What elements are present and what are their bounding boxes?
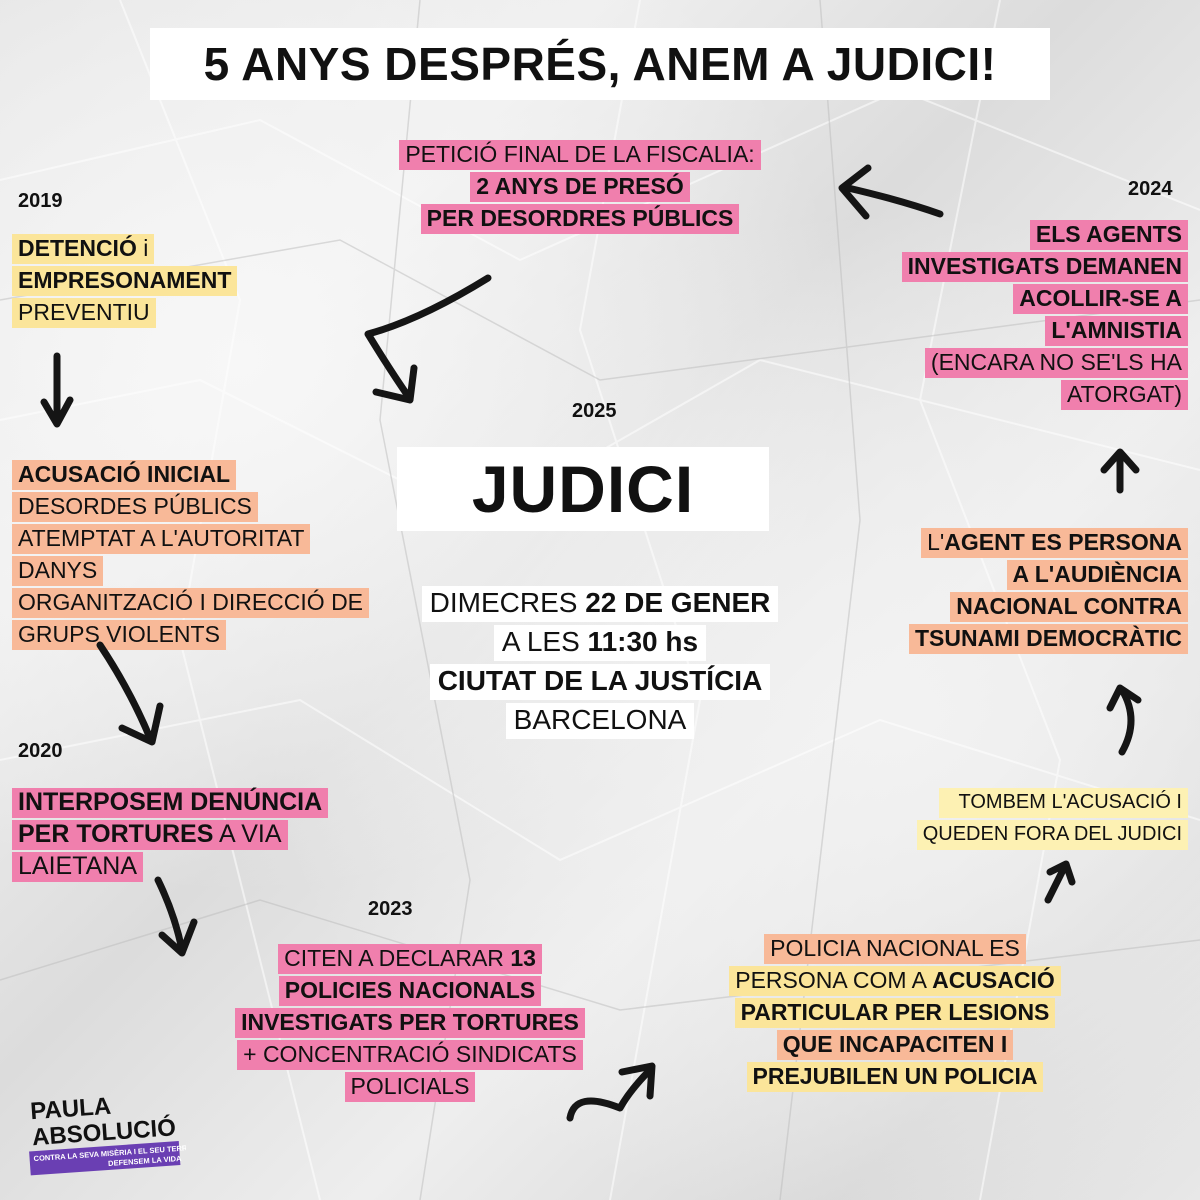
policia-line-4: QUE INCAPACITEN I [776, 1030, 1014, 1060]
agents-line-5: (ENCARA NO SE'LS HA [924, 348, 1188, 378]
detencio-line-1: DETENCIÓ i [12, 234, 155, 264]
year-2023: 2023 [368, 898, 413, 920]
citen-block: CITEN A DECLARAR 13 POLICIES NACIONALS I… [200, 944, 620, 1104]
trial-time: A LES 11:30 hs [493, 625, 707, 661]
tombem-line-1: TOMBEM L'ACUSACIÓ I [938, 788, 1188, 818]
agents-line-4: L'AMNISTIA [1045, 316, 1188, 346]
trial-city: BARCELONA [505, 703, 695, 739]
acusacio-item: GRUPS VIOLENTS [12, 620, 226, 650]
policia-line-3: PARTICULAR PER LESIONS [734, 998, 1056, 1028]
citen-line-2: POLICIES NACIONALS [278, 976, 542, 1006]
year-2024: 2024 [1128, 178, 1173, 200]
agents-line-2: INVESTIGATS DEMANEN [901, 252, 1188, 282]
trial-date: DIMECRES 22 DE GENER [421, 586, 779, 622]
arrow-down-icon [40, 352, 74, 428]
year-2019: 2019 [18, 190, 63, 212]
tombem-line-2: QUEDEN FORA DEL JUDICI [916, 820, 1188, 850]
agents-line-3: ACOLLIR-SE A [1013, 284, 1188, 314]
agent-line-2: A L'AUDIÈNCIA [1006, 560, 1188, 590]
policia-block: POLICIA NACIONAL ES PERSONA COM A ACUSAC… [680, 934, 1110, 1094]
acusacio-block: ACUSACIÓ INICIAL DESORDES PÚBLICS ATEMPT… [12, 460, 370, 652]
agents-line-1: ELS AGENTS [1029, 220, 1188, 250]
arrow-curved-up-right-icon [566, 1062, 656, 1122]
peticio-block: PETICIÓ FINAL DE LA FISCALIA: 2 ANYS DE … [340, 140, 820, 236]
svg-text:PAULA: PAULA [29, 1093, 112, 1126]
trial-venue: CIUTAT DE LA JUSTÍCIA [429, 664, 771, 700]
agent-line-1: L'AGENT ES PERSONA [921, 528, 1188, 558]
agents-line-6: ATORGAT) [1061, 380, 1188, 410]
detencio-line-3: PREVENTIU [12, 298, 156, 328]
denuncia-block: INTERPOSEM DENÚNCIA PER TORTURES A VIA L… [12, 788, 329, 884]
peticio-line-2: 2 ANYS DE PRESÓ [470, 172, 690, 202]
peticio-line-1: PETICIÓ FINAL DE LA FISCALIA: [399, 140, 761, 170]
arrow-up-icon [1044, 860, 1076, 904]
trial-info-block: DIMECRES 22 DE GENER A LES 11:30 hs CIUT… [330, 586, 870, 742]
denuncia-line-3: LAIETANA [12, 852, 144, 882]
arrow-down-curve-icon [364, 274, 492, 404]
arrow-curved-down-icon [154, 876, 198, 957]
page-title: 5 ANYS DESPRÉS, ANEM A JUDICI! [150, 28, 1050, 100]
agent-line-4: TSUNAMI DEMOCRÀTIC [908, 624, 1188, 654]
denuncia-line-1: INTERPOSEM DENÚNCIA [12, 788, 329, 818]
citen-line-3: INVESTIGATS PER TORTURES [235, 1008, 585, 1038]
acusacio-item: DESORDES PÚBLICS [12, 492, 258, 522]
tombem-block: TOMBEM L'ACUSACIÓ I QUEDEN FORA DEL JUDI… [916, 788, 1188, 852]
policia-line-1: POLICIA NACIONAL ES [764, 934, 1026, 964]
detencio-line-2: EMPRESONAMENT [12, 266, 238, 296]
agent-line-3: NACIONAL CONTRA [950, 592, 1188, 622]
policia-line-2: PERSONA COM A ACUSACIÓ [729, 966, 1061, 996]
acusacio-item: ORGANITZACIÓ I DIRECCIÓ DE [12, 588, 370, 618]
denuncia-line-2: PER TORTURES A VIA [12, 820, 288, 850]
arrow-up-icon [1100, 448, 1140, 494]
year-2020: 2020 [18, 740, 63, 762]
acusacio-item: DANYS [12, 556, 104, 586]
paula-absolucio-logo: PAULA ABSOLUCIÓ CONTRA LA SEVA MISÈRIA I… [29, 1093, 186, 1176]
peticio-line-3: PER DESORDRES PÚBLICS [420, 204, 740, 234]
policia-line-5: PREJUBILEN UN POLICIA [746, 1062, 1044, 1092]
arrow-curved-up-icon [1106, 684, 1142, 756]
citen-line-1: CITEN A DECLARAR 13 [278, 944, 542, 974]
agents-block: ELS AGENTS INVESTIGATS DEMANEN ACOLLIR-S… [901, 220, 1188, 412]
arrow-down-right-icon [96, 641, 164, 746]
acusacio-heading: ACUSACIÓ INICIAL [12, 460, 237, 490]
citen-line-4: + CONCENTRACIÓ SINDICATS [237, 1040, 583, 1070]
acusacio-item: ATEMPTAT A L'AUTORITAT [12, 524, 311, 554]
agent-block: L'AGENT ES PERSONA A L'AUDIÈNCIA NACIONA… [908, 528, 1188, 656]
judici-heading: JUDICI [397, 447, 769, 531]
detencio-block: DETENCIÓ i EMPRESONAMENT PREVENTIU [12, 234, 238, 330]
year-2025: 2025 [572, 400, 617, 422]
citen-line-5: POLICIALS [344, 1072, 476, 1102]
arrow-left-icon [838, 164, 944, 220]
